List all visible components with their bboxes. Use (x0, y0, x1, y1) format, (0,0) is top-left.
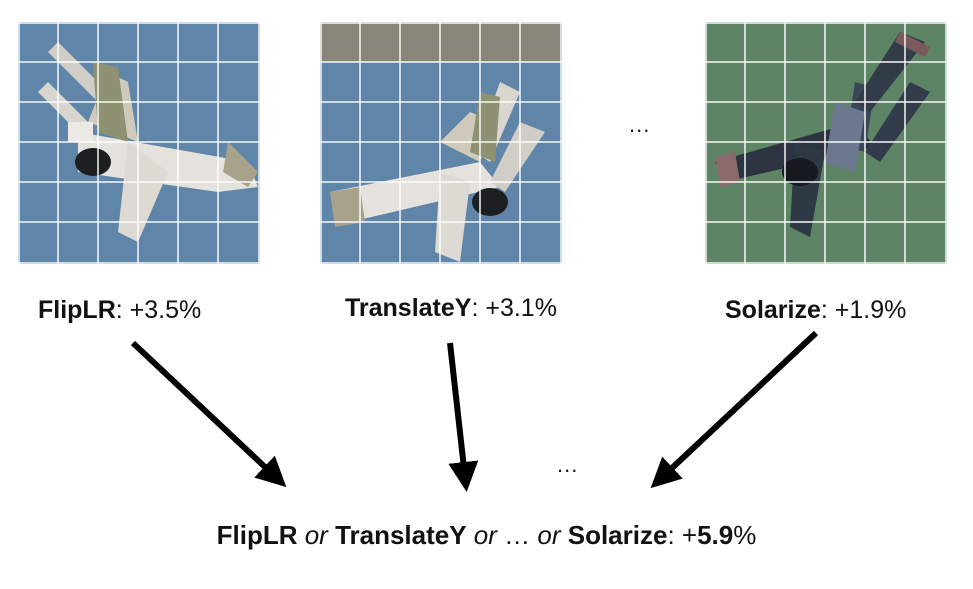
airplane-fliplr (38, 42, 258, 242)
op-name: Solarize (725, 296, 821, 324)
solarize-image (705, 22, 947, 264)
op-gain: : +3.1% (471, 294, 557, 322)
result-op-translatey: TranslateY (335, 520, 467, 550)
ellipsis-top: ... (629, 112, 651, 137)
result-ellipsis: … (504, 520, 531, 550)
label-translatey: TranslateY: +3.1% (345, 294, 557, 323)
result-colon: : + (667, 520, 698, 550)
fliplr-image (18, 22, 260, 264)
arrow-solarize (650, 330, 819, 489)
op-gain: : +1.9% (820, 296, 907, 324)
label-fliplr: FlipLR: +3.5% (38, 296, 201, 325)
result-value: 5.9 (697, 520, 734, 550)
arrow-fliplr (130, 340, 287, 488)
op-name: TranslateY (345, 294, 472, 322)
or-word: or (530, 520, 568, 550)
combined-result: FlipLR or TranslateY or … or Solarize: +… (0, 520, 973, 551)
translatey-image (320, 22, 562, 264)
result-op-solarize: Solarize (567, 520, 668, 550)
or-word: or (297, 520, 336, 550)
label-solarize: Solarize: +1.9% (725, 296, 906, 325)
ellipsis-middle: ... (557, 452, 579, 477)
result-op-fliplr: FlipLR (216, 520, 298, 550)
arrow-translatey (447, 342, 479, 492)
op-gain: : +3.5% (115, 296, 202, 324)
or-word: or (466, 520, 505, 550)
result-percent: % (733, 520, 757, 550)
op-name: FlipLR (38, 296, 116, 324)
